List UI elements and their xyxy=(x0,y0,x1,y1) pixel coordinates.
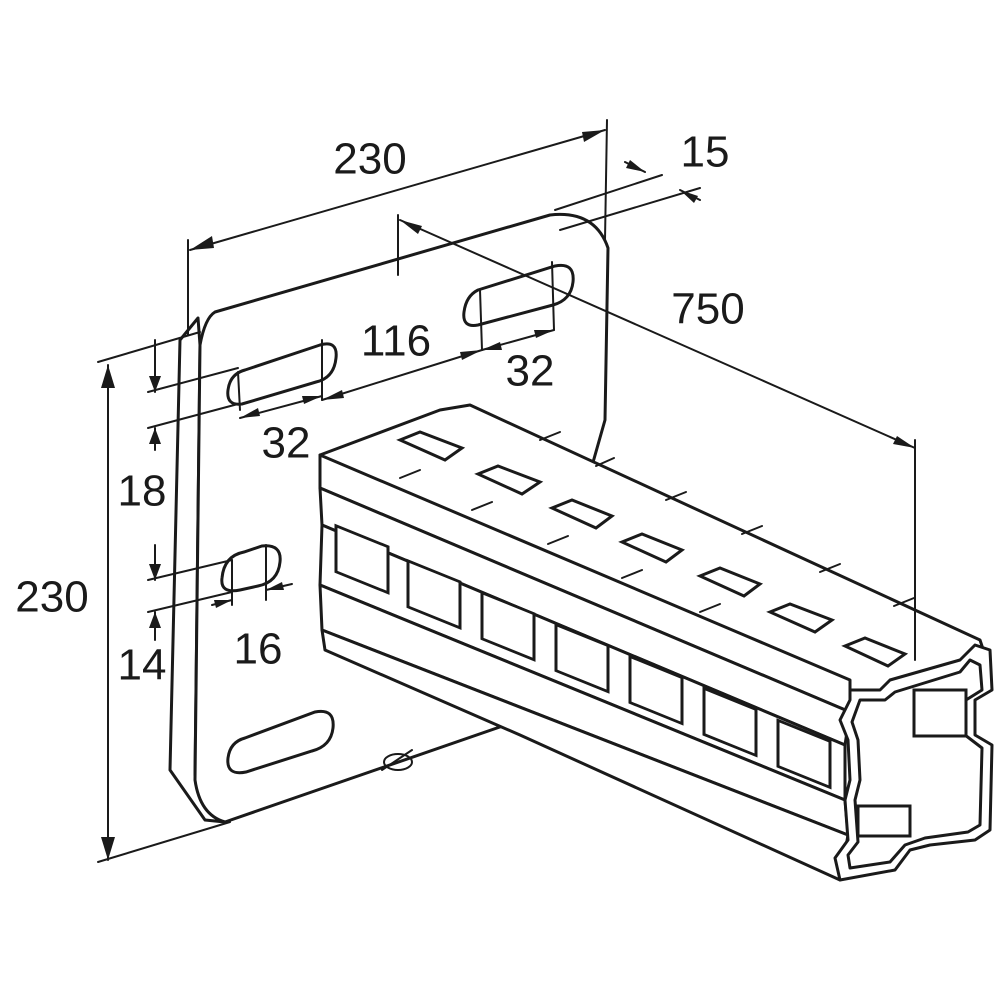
label-plate-thickness: 15 xyxy=(681,128,730,177)
dimension-lines xyxy=(97,119,916,863)
label-slot-length-right: 32 xyxy=(506,347,555,396)
channel-end-inner xyxy=(846,658,984,870)
label-slot-length-left: 32 xyxy=(262,419,311,468)
label-arm-length: 750 xyxy=(671,285,744,334)
channel-arm xyxy=(318,403,994,882)
round-hole xyxy=(220,544,282,606)
dimension-labels: 230 15 750 116 32 32 18 230 16 14 xyxy=(15,128,744,690)
label-slot-offset-top: 18 xyxy=(118,467,167,516)
dim-line-plate-width xyxy=(189,129,606,251)
channel-bottom-band xyxy=(320,628,850,882)
label-slot-spacing: 116 xyxy=(361,317,431,366)
slot-lower-left xyxy=(226,709,335,775)
top-holes xyxy=(396,430,909,668)
top-ticks xyxy=(399,431,915,613)
label-hole-offset: 14 xyxy=(118,641,167,690)
front-holes xyxy=(334,523,968,838)
slot-upper-right xyxy=(462,261,575,351)
label-plate-width: 230 xyxy=(333,135,406,184)
slot-upper-left xyxy=(226,339,338,411)
label-hole-diameter: 16 xyxy=(234,625,283,674)
diameter-symbol-icon xyxy=(381,749,413,771)
label-plate-height: 230 xyxy=(15,573,88,622)
